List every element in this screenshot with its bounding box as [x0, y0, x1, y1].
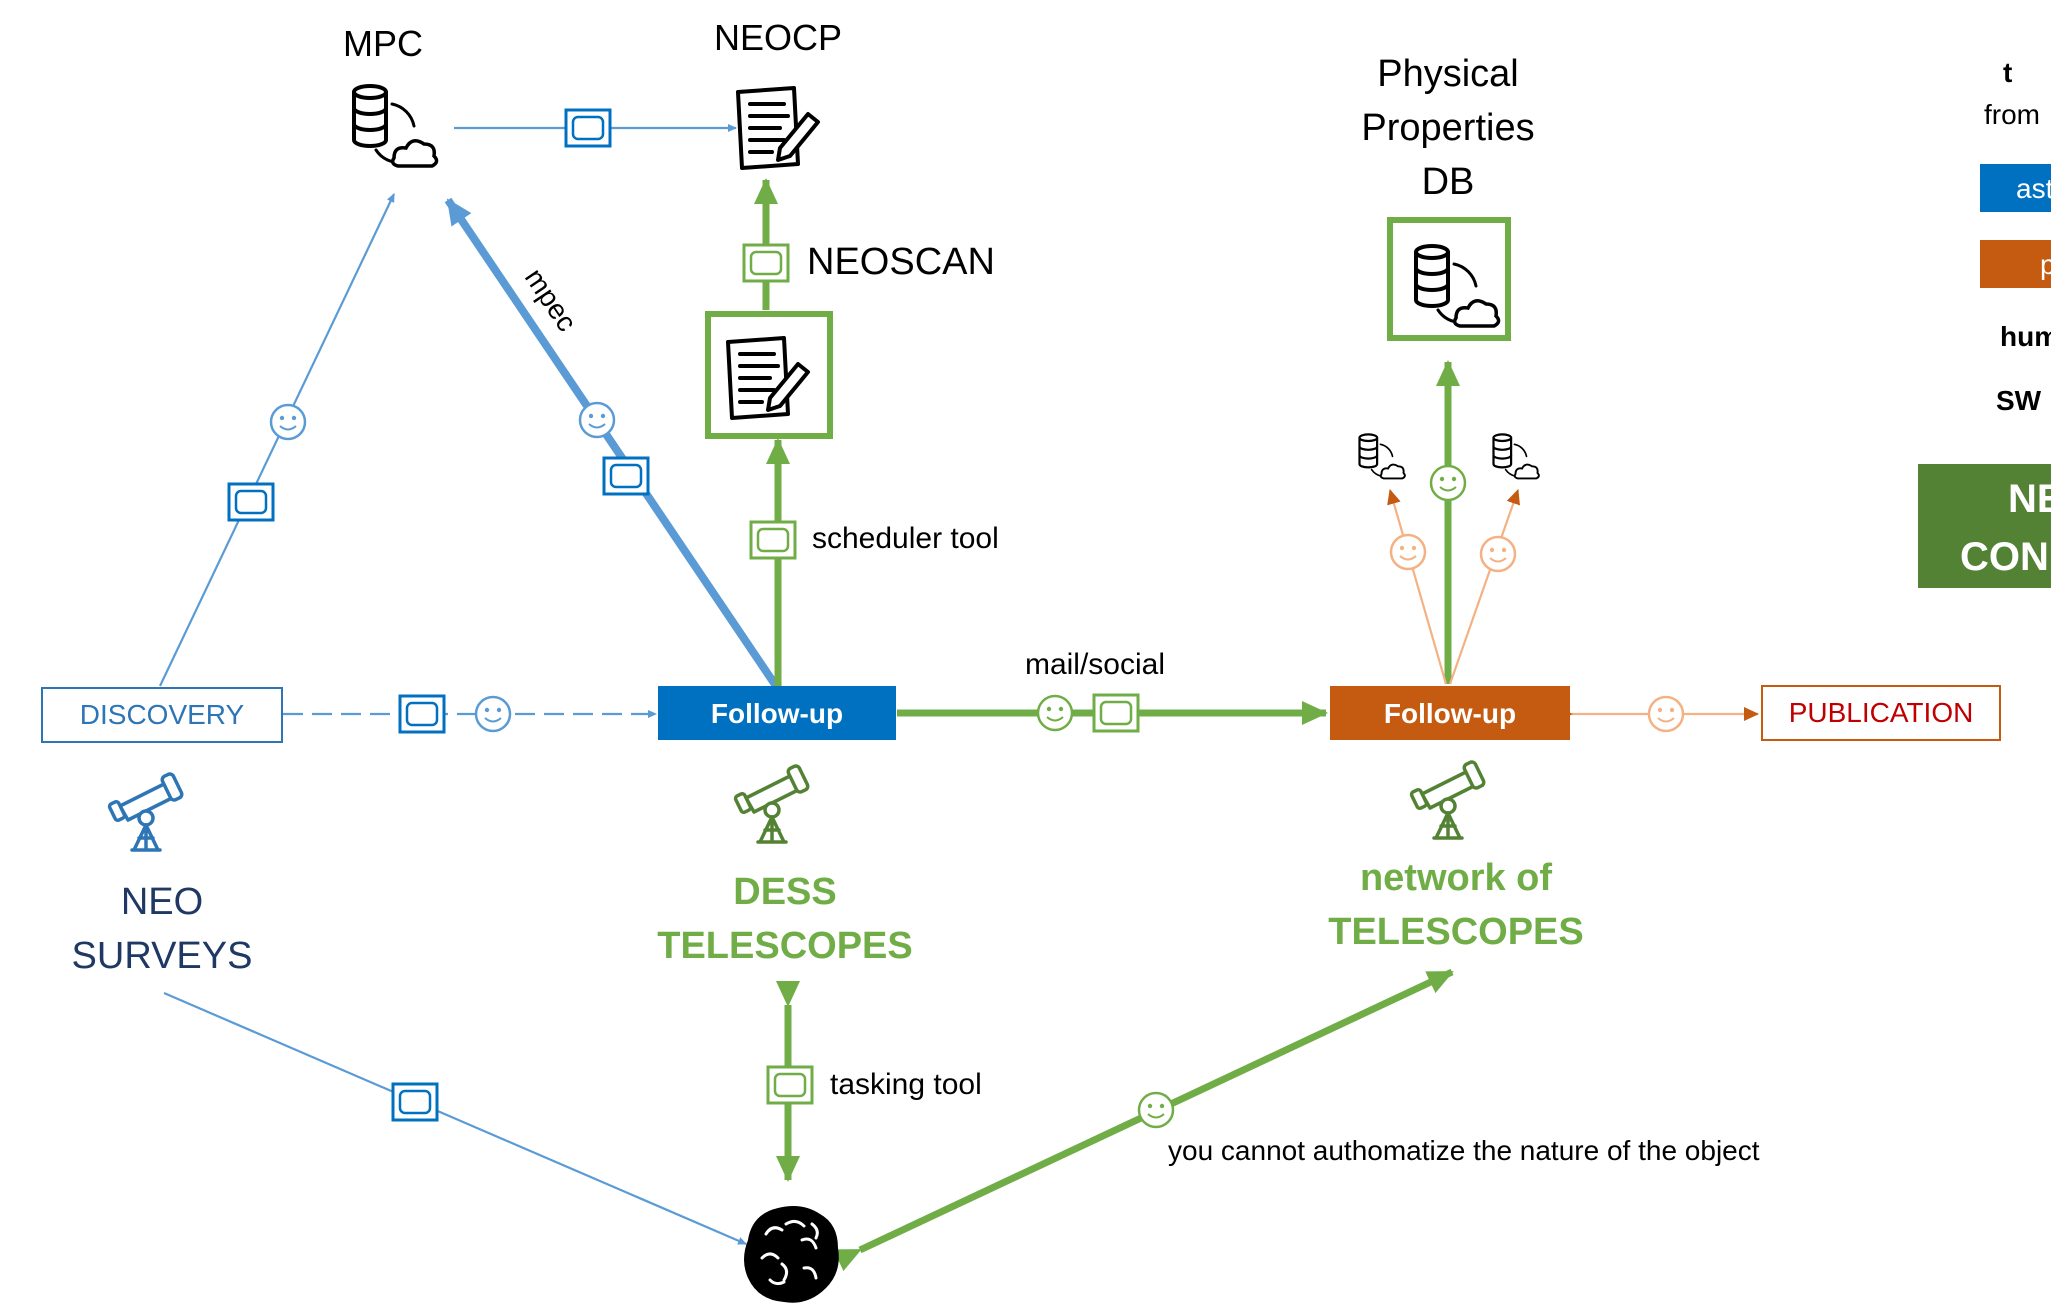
network-telescopes-label-1: network of	[1360, 857, 1552, 899]
edge-network-db-right	[1448, 489, 1520, 685]
edge-followup-mpc	[444, 197, 780, 689]
mpc-database-cloud-icon	[352, 84, 439, 168]
legend-green-label-2: CON	[1960, 535, 2049, 579]
smiley-icon	[1389, 533, 1427, 571]
telescope-icon	[106, 770, 185, 852]
tasking-tool-label: tasking tool	[830, 1068, 982, 1101]
mail-social-label: mail/social	[1025, 648, 1165, 681]
edge-surveys-asteroid	[163, 991, 747, 1246]
neo-surveys-label-1: NEO	[121, 881, 203, 923]
legend-orange-label: p	[2040, 249, 2051, 280]
physical-properties-label-1: Physical	[1377, 53, 1519, 95]
legend-green-label-1: NE	[2008, 477, 2051, 521]
asteroid-icon	[744, 1206, 839, 1303]
screen-icon	[564, 108, 612, 148]
screen-icon	[227, 482, 275, 522]
scheduler-tool-label: scheduler tool	[812, 522, 999, 555]
smiley-icon	[1647, 695, 1685, 733]
legend-blue-box	[1980, 164, 2051, 212]
network-telescopes-label-2: TELESCOPES	[1328, 911, 1584, 953]
neoscan-label: NEOSCAN	[807, 241, 995, 283]
dess-telescopes-label-2: TELESCOPES	[657, 925, 913, 967]
neocp-document-edit-icon	[736, 86, 820, 170]
discovery-box	[41, 687, 283, 743]
edge-network-db-left	[1387, 489, 1448, 685]
publication-box	[1761, 685, 2001, 741]
smiley-icon	[1137, 1091, 1175, 1129]
screen-icon	[398, 694, 446, 734]
screen-icon	[766, 1065, 814, 1105]
edge-discovery-mpc	[159, 193, 395, 687]
legend-blue-label: ast	[2016, 173, 2051, 204]
followup-network-box	[1330, 686, 1570, 740]
neo-surveys-label-2: SURVEYS	[72, 935, 253, 977]
legend-line1: t	[2003, 57, 2012, 88]
discovery-label: DISCOVERY	[80, 699, 245, 730]
smiley-icon	[1036, 694, 1074, 732]
legend-line2: from	[1984, 99, 2040, 130]
screen-icon	[602, 456, 650, 496]
legend-green-box	[1918, 464, 2051, 588]
screen-icon	[742, 243, 790, 283]
physical-properties-label-3: DB	[1422, 161, 1475, 203]
legend: t from ast p hum SW NE CON	[1918, 57, 2051, 588]
followup-network-label: Follow-up	[1384, 698, 1516, 729]
telescope-icon	[732, 762, 811, 844]
smiley-icon	[578, 401, 616, 439]
publication-label: PUBLICATION	[1789, 697, 1974, 728]
database-cloud-icon	[1492, 433, 1541, 480]
telescope-icon	[1408, 758, 1487, 840]
mpc-label: MPC	[343, 23, 423, 64]
neocp-label: NEOCP	[714, 17, 842, 58]
database-cloud-icon	[1358, 433, 1407, 480]
screen-icon	[749, 520, 797, 560]
screen-icon	[391, 1082, 439, 1122]
physical-properties-label-2: Properties	[1361, 107, 1534, 149]
legend-human: hum	[2000, 321, 2051, 352]
followup-dess-label: Follow-up	[711, 698, 843, 729]
smiley-icon	[474, 695, 512, 733]
legend-software: SW	[1996, 385, 2042, 416]
dess-telescopes-label-1: DESS	[733, 871, 836, 913]
followup-dess-box	[658, 686, 896, 740]
legend-orange-box	[1980, 240, 2051, 288]
smiley-icon	[1479, 535, 1517, 573]
smiley-icon	[1429, 464, 1467, 502]
nature-note: you cannot authomatize the nature of the…	[1168, 1135, 1760, 1166]
screen-icon	[1092, 693, 1140, 733]
smiley-icon	[269, 403, 307, 441]
